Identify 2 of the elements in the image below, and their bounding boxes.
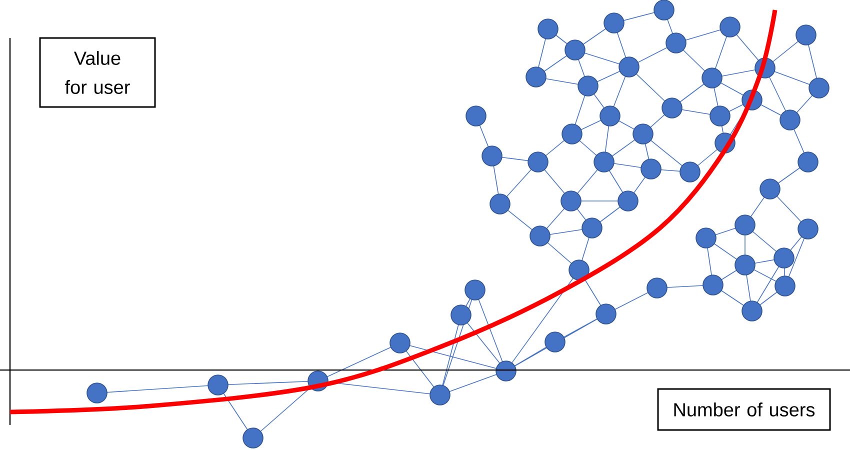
- label-box: Number of users: [657, 388, 831, 431]
- label-box: Value for user: [39, 37, 156, 108]
